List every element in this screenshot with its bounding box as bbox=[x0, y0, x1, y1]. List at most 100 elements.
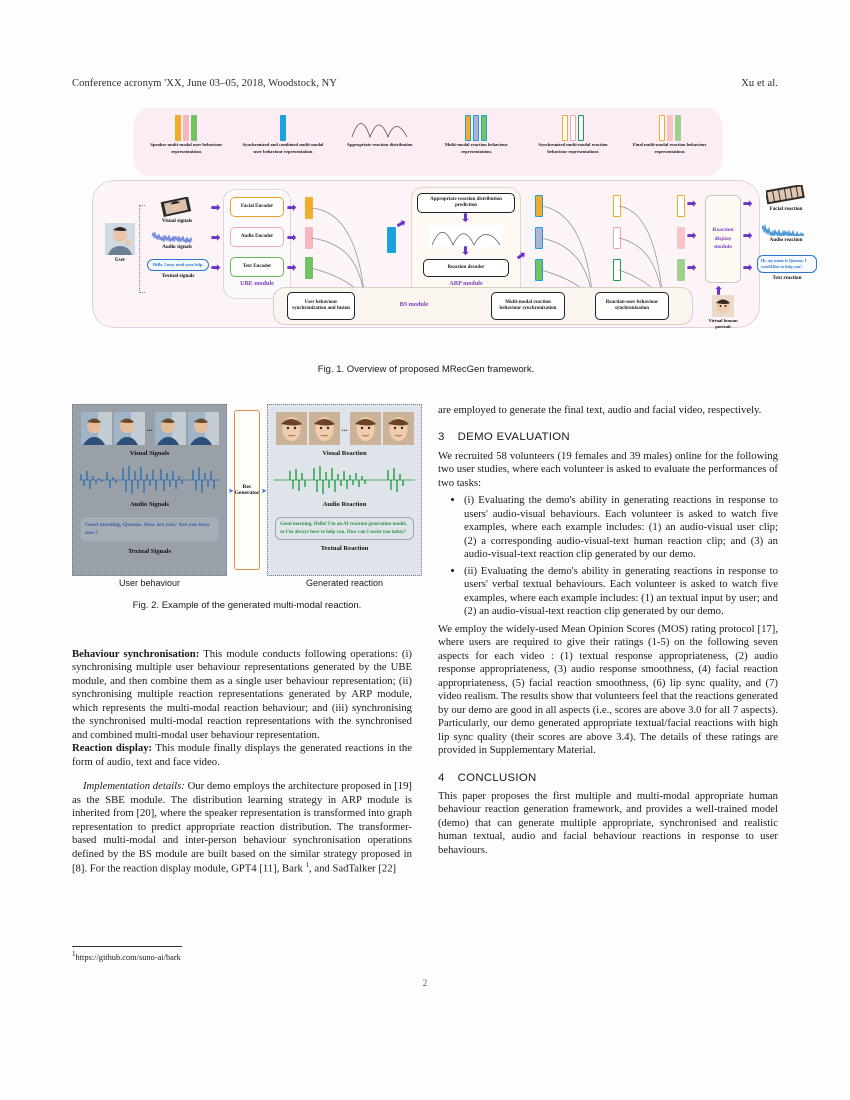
legend-swatch-mm-reaction bbox=[430, 114, 522, 142]
figure2-visual-signals-label: Visual Signals bbox=[129, 450, 170, 457]
footnote-marker[interactable]: 1 bbox=[305, 861, 310, 870]
reaction-frame-icon bbox=[308, 412, 340, 445]
section-4-title: CONCLUSION bbox=[457, 771, 537, 784]
audio-reaction-group: Audio reaction bbox=[757, 223, 815, 244]
legend-swatch-sync bbox=[237, 114, 329, 142]
user-frame-icon bbox=[154, 412, 186, 445]
figure2-user-text: Good morning, Queena. How are you? Are y… bbox=[80, 517, 219, 542]
arrow-audio-encoder-out: ➡ bbox=[287, 232, 297, 244]
footnote-url[interactable]: https://github.com/suno-ai/bark bbox=[75, 952, 181, 962]
legend-swatch-sync-reaction bbox=[527, 114, 619, 142]
combined-repr-bar bbox=[387, 227, 396, 253]
arrow-into-generator: ➤ bbox=[228, 487, 234, 495]
bs-box-reaction-user-sync: Reaction-user behaviour synchronization bbox=[595, 292, 669, 320]
audio-signals-label: Audio signals bbox=[162, 244, 192, 250]
para-implementation-details: Implementation details: Our demo employs… bbox=[72, 780, 412, 876]
running-head-right: Xu et al. bbox=[741, 78, 778, 89]
arrow-facial-encoder-out: ➡ bbox=[287, 202, 297, 214]
arrow-arp-down-2: ➡ bbox=[459, 245, 472, 256]
virtual-human-portrait-group: Virtual human portrait bbox=[701, 295, 745, 330]
legend-item-mm-reaction: Multi-modal reaction behaviour represent… bbox=[430, 114, 522, 156]
text-encoder-box: Text Encoder bbox=[230, 257, 284, 277]
footnote: 1https://github.com/suno-ai/bark bbox=[72, 950, 412, 962]
arrow-to-text-encoder: ➡ bbox=[211, 262, 221, 274]
right-text-column: are employed to generate the final text,… bbox=[438, 404, 778, 857]
figure-2: ... Visual Signals bbox=[72, 404, 422, 588]
para-impl-lead: Implementation details: bbox=[83, 780, 185, 793]
repr-bar-facial bbox=[305, 197, 313, 219]
arrow-out-of-generator: ➤ bbox=[261, 487, 267, 495]
running-head: Conference acronym 'XX, June 03–05, 2018… bbox=[72, 78, 778, 89]
text-reaction-label: Text reaction bbox=[772, 274, 802, 281]
arrow-text-encoder-out: ➡ bbox=[287, 262, 297, 274]
figure1-diagram: User Visual signals bbox=[92, 180, 817, 330]
figure2-right-footer: Generated reaction bbox=[305, 578, 384, 588]
reaction-frame bbox=[382, 412, 414, 445]
user-text-bubble: Hello, I may need your help. bbox=[147, 259, 209, 271]
para-impl-body-a: Our demo employs the architecture propos… bbox=[72, 780, 412, 875]
figure2-textual-signals-label: Textual Signals bbox=[128, 547, 171, 555]
reaction-frame bbox=[349, 412, 381, 445]
user-frame bbox=[80, 412, 112, 445]
virtual-human-portrait-label: Virtual human portrait bbox=[708, 318, 738, 330]
distribution-curve-icon bbox=[351, 123, 407, 139]
figure-1: Speaker multi-modal user behaviour repre… bbox=[92, 108, 817, 348]
user-audio-waveform-icon bbox=[79, 466, 220, 494]
arrow-to-audio-encoder: ➡ bbox=[211, 232, 221, 244]
figure2-visual-reaction-label: Visual Reaction bbox=[322, 450, 367, 457]
repr-bar-audio bbox=[305, 227, 313, 249]
video-frames-icon bbox=[160, 197, 192, 217]
legend-swatch-speaker bbox=[140, 114, 232, 142]
arp-module-label: ARP module bbox=[449, 280, 483, 287]
arrow-portrait-to-display: ➡ bbox=[713, 285, 726, 296]
portrait-photo-icon bbox=[712, 295, 734, 317]
visual-signals-label: Visual signals bbox=[161, 218, 193, 224]
legend-label: Synchronized multi-modal reaction behavi… bbox=[538, 142, 608, 154]
para-impl-body-b: , and SadTalker [22] bbox=[309, 862, 397, 875]
evaluation-bullet-list: (i) Evaluating the demo's ability in gen… bbox=[438, 494, 778, 618]
reaction-frame-icon bbox=[349, 412, 381, 445]
sync-reaction-bar-2 bbox=[613, 227, 621, 249]
list-item: (ii) Evaluating the demo's ability in ge… bbox=[464, 565, 778, 619]
audio-signals-group: Audio signals bbox=[147, 229, 207, 251]
bs-box-mm-reaction-sync: Multi-modal reaction behaviour synchroni… bbox=[491, 292, 565, 320]
footnote-rule bbox=[72, 946, 182, 947]
figure2-audio-reaction-label: Audio Reaction bbox=[322, 501, 367, 508]
arrow-to-facial-encoder: ➡ bbox=[211, 202, 221, 214]
para-bs-lead: Behaviour synchronisation: bbox=[72, 648, 200, 660]
user-frame bbox=[187, 412, 219, 445]
section-4-heading: 4 CONCLUSION bbox=[438, 771, 778, 785]
legend-item-distribution: Appropriate reaction distribution bbox=[334, 114, 426, 149]
ube-module-label: UBE module bbox=[240, 280, 274, 287]
legend-label: Multi-modal reaction behaviour represent… bbox=[444, 142, 508, 154]
legend-item-sync-reaction: Synchronized multi-modal reaction behavi… bbox=[527, 114, 619, 156]
user-frame bbox=[113, 412, 145, 445]
arrow-to-display-1: ➡ bbox=[687, 198, 697, 210]
audio-encoder-box: Audio Encoder bbox=[230, 227, 284, 247]
figure2-reaction-panel: ... bbox=[267, 404, 422, 576]
section-4-paragraph-1: This paper proposes the first multiple a… bbox=[438, 789, 778, 856]
reaction-decoder-box: Reaction decoder bbox=[423, 259, 509, 277]
reaction-frame bbox=[308, 412, 340, 445]
user-photo-icon bbox=[105, 223, 135, 255]
arrow-out-audio: ➡ bbox=[743, 230, 753, 242]
final-reaction-bar-2 bbox=[677, 227, 685, 249]
footnote-number: 1 bbox=[72, 950, 76, 958]
reaction-frame-icon bbox=[382, 412, 414, 445]
mm-reaction-bar-3 bbox=[535, 259, 543, 281]
user-frame bbox=[154, 412, 186, 445]
arp-distribution-curve bbox=[429, 225, 503, 247]
user-frame-icon bbox=[113, 412, 145, 445]
legend-label: Synchronized and combined multi-modal us… bbox=[242, 142, 324, 154]
page-number: 2 bbox=[422, 978, 428, 988]
distribution-curve-icon bbox=[431, 231, 501, 246]
textual-signals-group: Hello, I may need your help. Textual sig… bbox=[147, 259, 209, 280]
section-3-number: 3 bbox=[438, 431, 445, 444]
figure2-user-ellipsis: ... bbox=[146, 424, 153, 433]
figure1-legend: Speaker multi-modal user behaviour repre… bbox=[134, 108, 722, 176]
figure2-textual-reaction-label: Textual Reaction bbox=[320, 545, 369, 552]
figure2-user-panel: ... Visual Signals bbox=[72, 404, 227, 576]
para-behaviour-synchronisation: Behaviour synchronisation: This module c… bbox=[72, 648, 412, 742]
legend-item-sync-combined: Synchronized and combined multi-modal us… bbox=[237, 114, 329, 156]
textual-signals-label: Textual signals bbox=[161, 272, 195, 279]
